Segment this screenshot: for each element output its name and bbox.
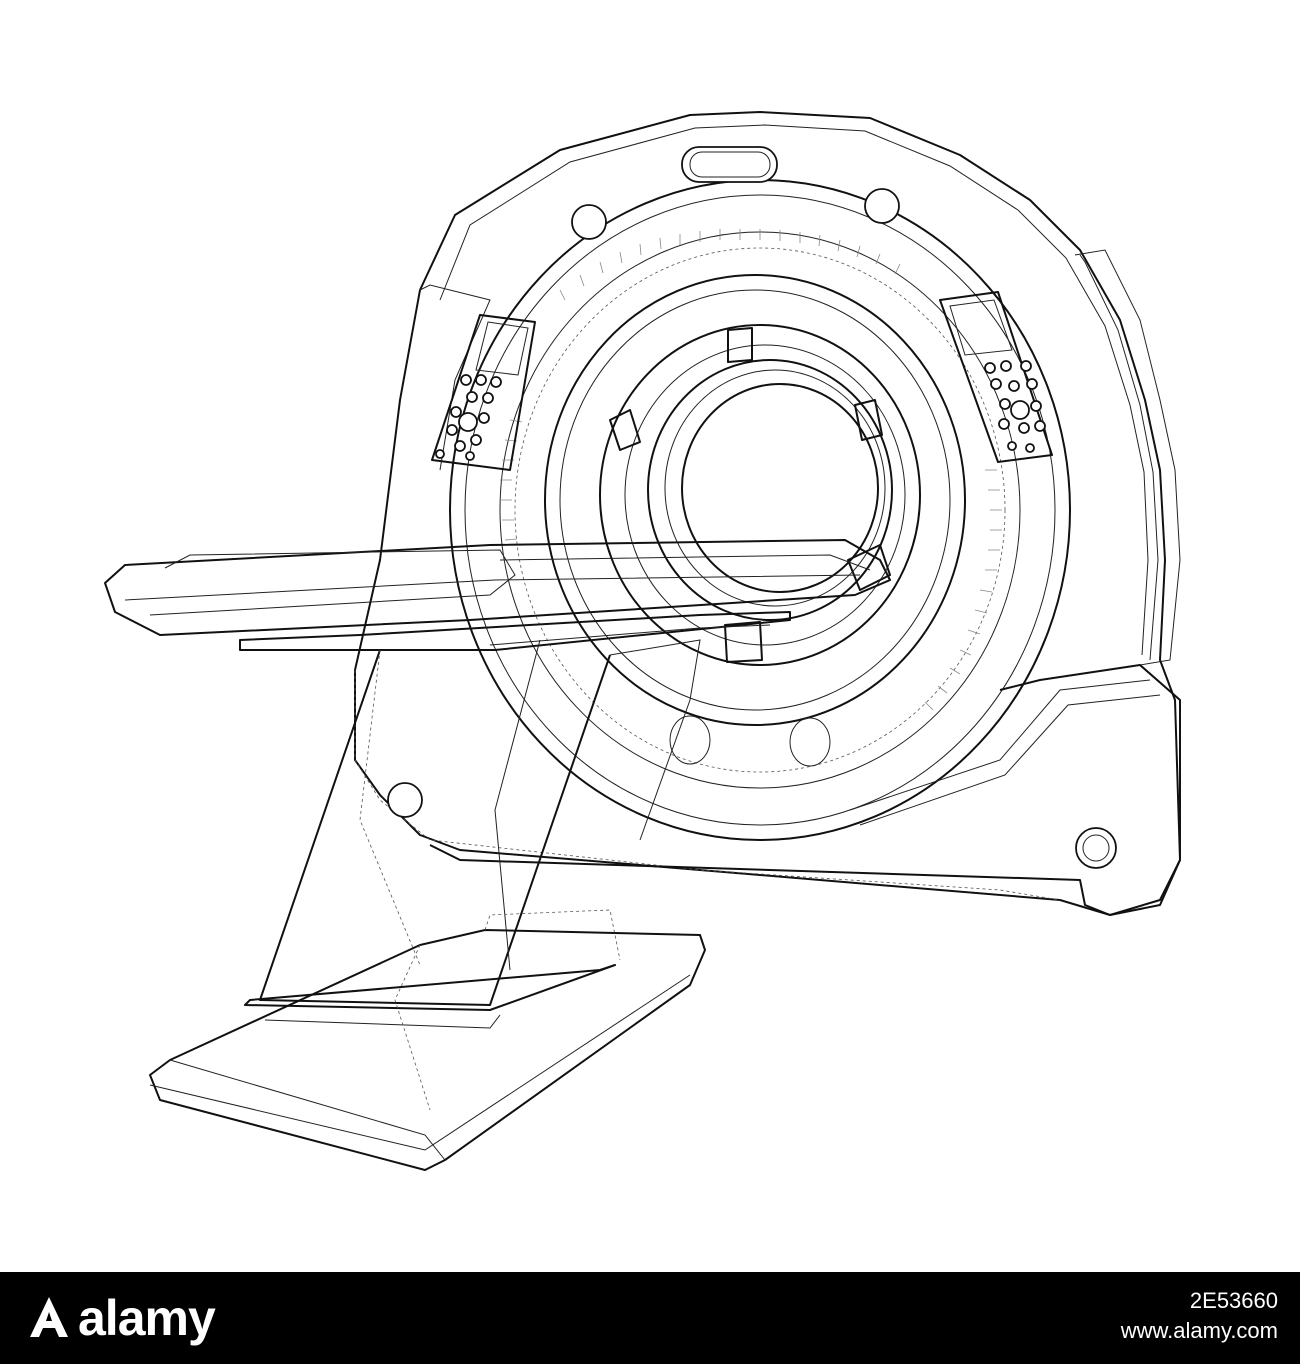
stock-footer-bar: alamy 2E53660 www.alamy.com bbox=[0, 1272, 1300, 1364]
site-url[interactable]: www.alamy.com bbox=[1120, 1318, 1278, 1343]
footer-meta: 2E53660 www.alamy.com bbox=[1121, 1286, 1278, 1346]
bore-sensor-blocks bbox=[609, 327, 891, 663]
image-id: 2E53660 bbox=[1189, 1288, 1278, 1313]
patient-table-base bbox=[149, 909, 706, 1171]
gantry-base-front bbox=[429, 664, 1181, 916]
right-control-panel bbox=[939, 291, 1053, 463]
ring-detector-ticks bbox=[500, 229, 1002, 711]
gantry-outer-housing bbox=[354, 111, 1181, 916]
patient-table-pedestal bbox=[244, 639, 701, 1029]
gantry-rings bbox=[449, 179, 1071, 841]
brand-name: alamy bbox=[78, 1290, 216, 1346]
gantry-roller-left bbox=[669, 715, 711, 765]
gantry-roller-right bbox=[789, 717, 831, 767]
gantry-bolt-left bbox=[571, 204, 607, 240]
patient-table-top bbox=[104, 539, 891, 651]
alamy-a-logo-icon bbox=[30, 1297, 68, 1337]
left-control-panel bbox=[431, 314, 536, 471]
ct-scanner-wireframe-illustration bbox=[104, 111, 1181, 1171]
gantry-bolt-lower-left bbox=[387, 782, 423, 818]
brand-logo[interactable]: alamy bbox=[24, 1290, 216, 1346]
gantry-top-handle bbox=[681, 146, 778, 183]
ct-scanner-drawing bbox=[104, 111, 1181, 1171]
gantry-bolt-right bbox=[864, 188, 900, 224]
